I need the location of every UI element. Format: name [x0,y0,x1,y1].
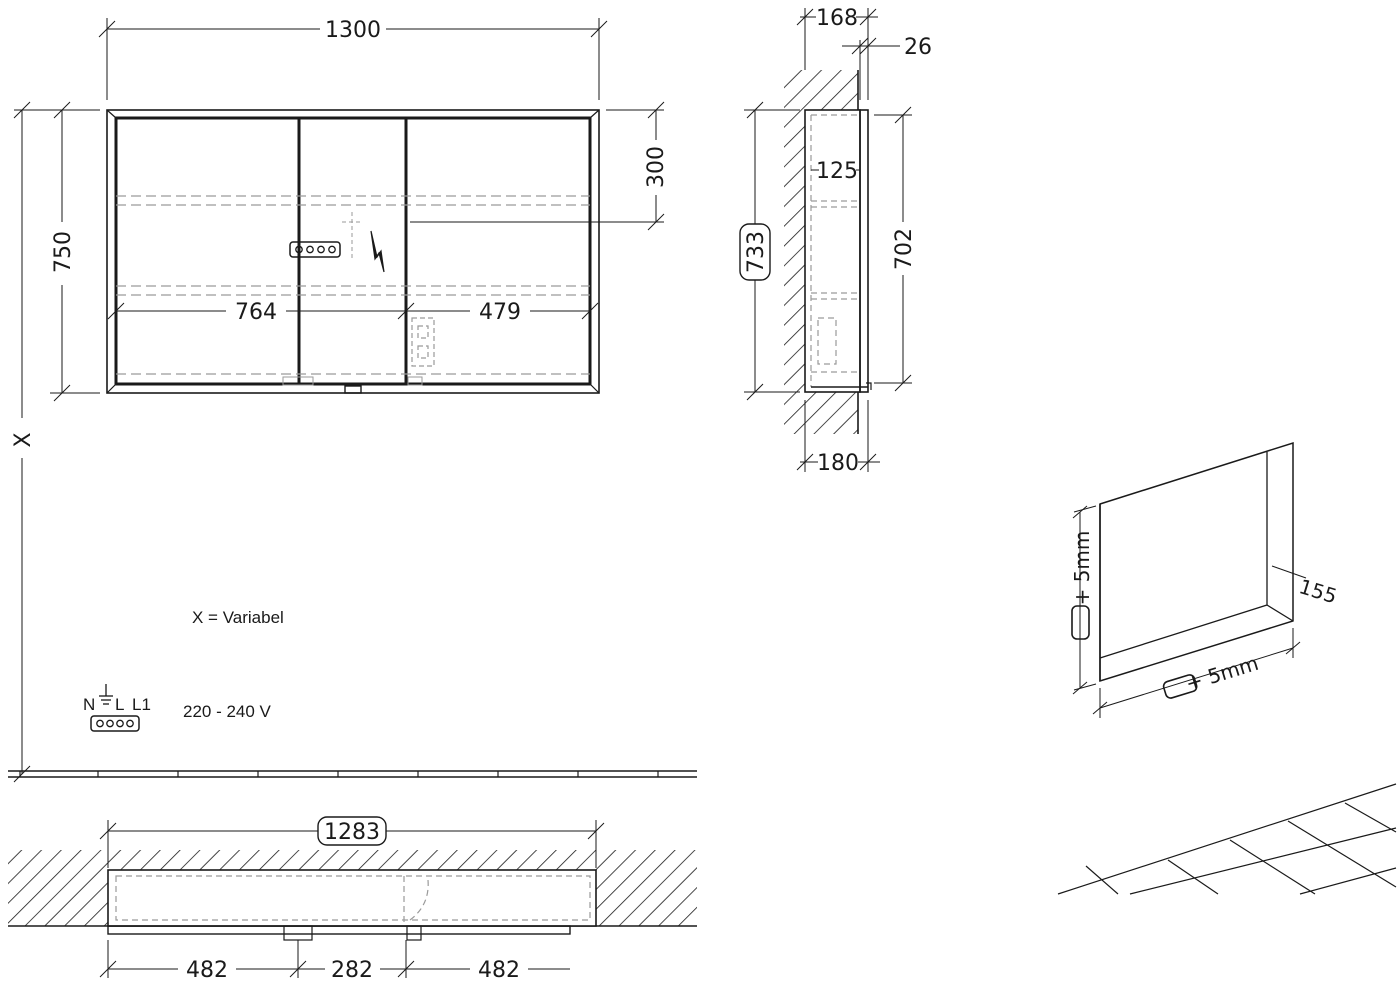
plan-view [8,850,697,941]
front-dimensions [13,18,665,783]
dim-recess-height-box [739,223,771,281]
dim-front-projection: 26 [904,35,932,60]
side-view [784,70,872,434]
lightning-bolt-icon [370,230,385,273]
cabinet-outer-frame [106,109,600,394]
dim-right-inner: 479 [479,300,521,325]
niche-allowance-vertical: + 5mm [1070,531,1094,606]
wiring-legend: N L L1 220 - 240 V [83,684,272,732]
niche-isometric-view [1071,441,1307,718]
dim-left-inner: 764 [235,300,277,325]
dim-floor-distance: X [11,432,36,447]
variable-note: X = Variabel [192,608,284,627]
dim-door-left: 482 [186,958,228,983]
floor-tiles [1057,783,1397,895]
socket-cutout-icon-horizontal [1162,674,1198,699]
front-view [106,109,600,394]
dim-depth-bottom: 180 [817,451,859,476]
dim-height: 750 [51,231,76,273]
socket-cutout-icon-vertical [1071,605,1090,640]
niche-allowance-horizontal: + 5mm [1183,651,1262,696]
plan-dimensions [99,820,605,978]
dim-recess-width: 1283 [324,820,380,845]
dim-top-to-socket: 300 [644,146,669,188]
svg-text:L: L [115,695,124,714]
floor-line [8,770,697,778]
svg-text:L1: L1 [132,695,151,714]
dim-door-middle: 282 [331,958,373,983]
cabinet-inner-frame [114,116,592,386]
dim-shelf-depth: 125 [816,159,858,184]
hidden-socket-box [411,317,435,367]
voltage-label: 220 - 240 V [183,702,272,721]
side-dimensions [744,8,912,472]
earth-ground-icon [99,684,113,705]
socket-legend-icon [90,715,140,732]
dim-depth-top: 168 [816,6,858,31]
hidden-shelves [116,195,590,375]
dim-width: 1300 [325,18,381,43]
dim-door-right: 482 [478,958,520,983]
dim-inner-height: 702 [892,228,917,270]
svg-text:N: N [83,695,95,714]
niche-depth: 155 [1296,574,1340,608]
electric-socket-icon [289,241,341,258]
dim-recess-height: 733 [744,231,769,273]
dim-recess-width-box [317,816,387,846]
